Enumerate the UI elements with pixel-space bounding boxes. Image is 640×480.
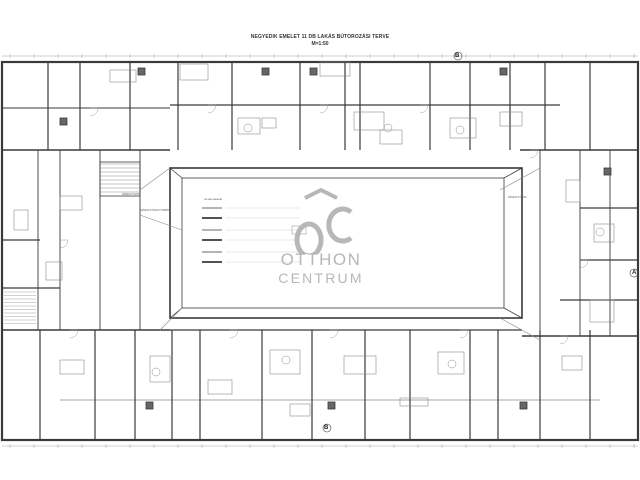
table-icon — [455, 125, 465, 135]
plan-title: NEGYEDIK EMELET 11 DB LAKÁS BÚTOROZÁSI T… — [250, 34, 390, 40]
legend-title: JELMAGYARÁZAT — [204, 199, 223, 201]
table-icon — [595, 227, 605, 237]
furniture-item — [13, 209, 29, 231]
table-icon — [447, 359, 457, 369]
courtyard-diagonal — [139, 167, 171, 191]
furniture-item — [45, 261, 63, 281]
shaft-column — [327, 401, 336, 410]
door-swing — [229, 329, 239, 339]
courtyard-tag: SZÁRAZ TÖZVIZ TÖZBÓHP — [140, 209, 171, 212]
furniture-item — [319, 61, 351, 77]
shaft-column — [261, 67, 270, 76]
door-swing — [59, 239, 69, 249]
door-swing — [207, 104, 217, 114]
door-swing — [319, 104, 329, 114]
table-icon — [383, 123, 393, 133]
shaft-column — [309, 67, 318, 76]
section-axis-b-bottom: B — [324, 425, 329, 431]
furniture-item — [179, 63, 209, 81]
courtyard-diagonal — [159, 307, 183, 331]
furniture-item — [589, 299, 615, 323]
logo-text-otthon: OTTHON — [280, 250, 362, 269]
furniture-item — [261, 117, 277, 129]
section-axis-a: A — [632, 270, 637, 276]
logo-text-centrum: CENTRUM — [278, 270, 364, 286]
courtyard — [139, 167, 541, 341]
dimension-lines — [2, 51, 639, 448]
shaft-column — [519, 401, 528, 410]
door-swing — [419, 104, 429, 114]
courtyard-diagonal — [499, 167, 541, 191]
furniture-item — [289, 403, 311, 417]
section-marker — [322, 423, 332, 433]
oc-logo-icon — [294, 188, 353, 254]
furniture-item — [343, 355, 377, 375]
door-swing — [69, 329, 79, 339]
furniture-layer — [4, 61, 615, 417]
courtyard-tag: SZÁRAZ TÖZVIZ — [122, 193, 141, 196]
furniture-item — [561, 355, 583, 371]
furniture-item — [207, 379, 233, 395]
shaft-column — [137, 67, 146, 76]
shaft-column — [603, 167, 612, 176]
shaft-column — [145, 401, 154, 410]
shaft-column — [59, 117, 68, 126]
plan-scale: M=1:50 — [311, 41, 329, 47]
furniture-item — [565, 179, 581, 203]
furniture-item — [399, 397, 429, 407]
door-swing — [329, 329, 339, 339]
courtyard-diagonal — [139, 214, 183, 231]
furniture-item — [449, 117, 477, 139]
furniture-item — [379, 129, 403, 145]
door-swing — [579, 259, 589, 269]
courtyard-diagonal — [499, 317, 541, 341]
door-swing — [559, 335, 569, 345]
section-axis-b-top: B — [455, 53, 460, 59]
courtyard-inner-edge — [181, 177, 505, 309]
furniture-item — [269, 349, 301, 375]
otthon-centrum-watermark: OTTHON CENTRUM — [259, 188, 383, 298]
section-marker — [629, 268, 639, 278]
courtyard-corner-line — [503, 167, 523, 179]
door-swing — [529, 149, 539, 159]
staircase — [99, 161, 141, 197]
furniture-item — [499, 111, 523, 127]
courtyard-corner-line — [503, 307, 523, 319]
door-swing — [89, 107, 99, 117]
table-icon — [281, 355, 291, 365]
door-swing — [459, 329, 469, 339]
shaft-column — [499, 67, 508, 76]
furniture-item — [593, 223, 615, 243]
section-marker — [453, 51, 463, 61]
furniture-item — [237, 117, 261, 135]
table-icon — [151, 367, 161, 377]
furniture-item — [149, 355, 171, 383]
table-icon — [243, 123, 253, 133]
furniture-item — [353, 111, 385, 131]
furniture-item — [109, 69, 137, 83]
courtyard-wall — [169, 167, 523, 319]
courtyard-corner-line — [169, 167, 183, 179]
furniture-item — [437, 351, 465, 375]
furniture-item — [59, 359, 85, 375]
courtyard-tag: SZÁRAZ TÖZVIZ — [508, 196, 527, 199]
furniture-item — [59, 195, 83, 211]
